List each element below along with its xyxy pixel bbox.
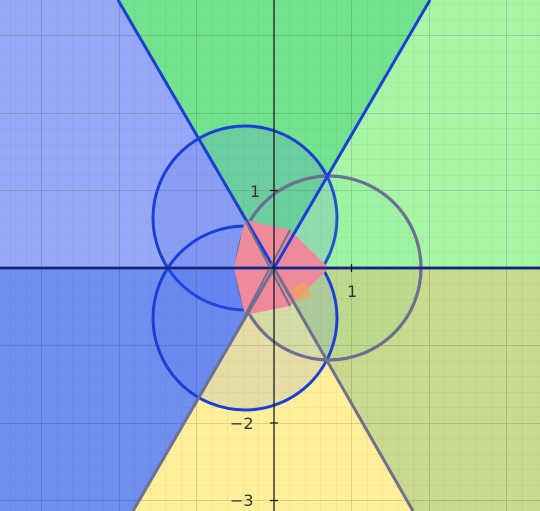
- line-lower-right: [272, 267, 415, 511]
- line-upper-left: [116, 0, 276, 269]
- x-tick-label-1: 1: [347, 282, 357, 301]
- y-tick-label-neg3: −3: [230, 491, 254, 510]
- center-orange-spot: [290, 282, 312, 302]
- y-tick-label-neg2: −2: [230, 414, 254, 433]
- center-lines: [244, 219, 291, 316]
- tick-labels: 1 1 −2 −3: [230, 182, 357, 510]
- line-lower-left: [131, 267, 276, 511]
- line-upper-right: [272, 0, 432, 269]
- y-tick-label-1: 1: [250, 182, 260, 201]
